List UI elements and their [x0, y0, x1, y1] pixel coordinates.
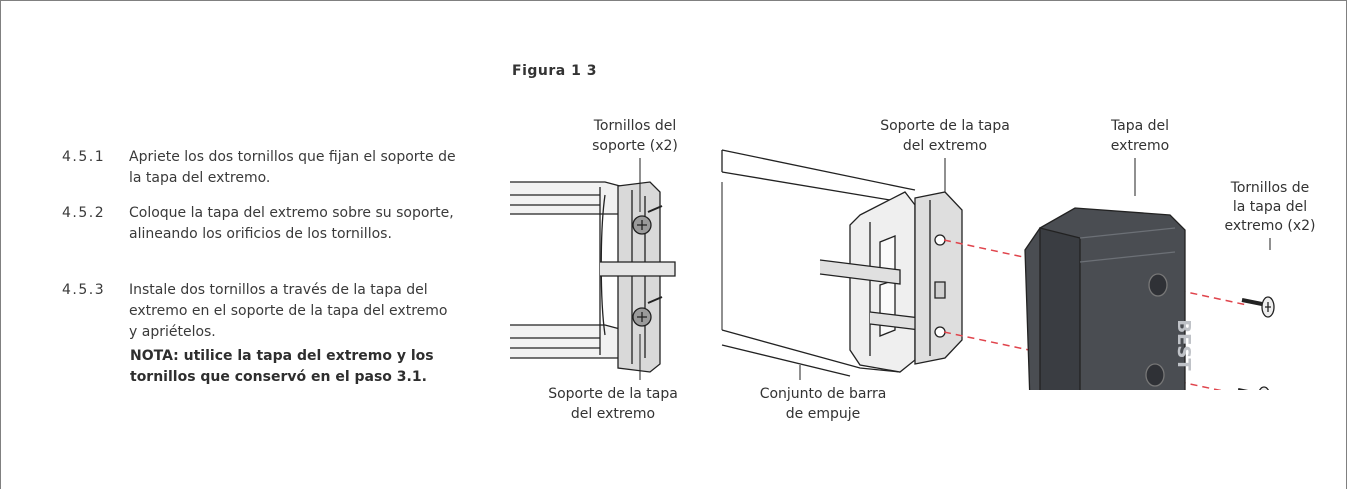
step-number: 4.5.2	[62, 205, 106, 221]
end-cap-installation-illustration: BEST	[510, 149, 1275, 390]
callout-cap-screws: Tornillos de la tapa del extremo (x2)	[1205, 179, 1335, 236]
callout-end-cap: Tapa del extremo	[1085, 116, 1195, 156]
callout-line: Tornillos de	[1230, 180, 1310, 196]
callout-line: extremo (x2)	[1224, 218, 1316, 234]
callout-line: Tapa del	[1110, 118, 1170, 134]
step-text: Coloque la tapa del extremo sobre su sop…	[129, 205, 454, 242]
callout-line: Soporte de la tapa	[880, 118, 1010, 134]
step-number: 4.5.1	[62, 149, 106, 165]
callout-bracket-top: Soporte de la tapa del extremo	[855, 116, 1035, 156]
callout-line: Soporte de la tapa	[548, 386, 678, 402]
callout-line: soporte (x2)	[592, 138, 678, 154]
callout-pushbar: Conjunto de barra de empuje	[738, 384, 908, 424]
cap-screw-top	[1241, 296, 1275, 318]
bracket-screw-bottom	[632, 296, 663, 327]
note-text: NOTA: utilice la tapa del extremo y los …	[130, 348, 434, 385]
end-cap-logo: BEST	[1173, 319, 1194, 371]
callout-line: de empuje	[785, 406, 861, 422]
callout-line: Conjunto de barra	[759, 386, 887, 402]
callout-line: la tapa del	[1232, 199, 1308, 215]
callout-line: extremo	[1110, 138, 1170, 154]
end-cap	[1024, 207, 1186, 390]
push-bar-assembly	[721, 149, 921, 377]
callout-bracket-bottom: Soporte de la tapa del extremo	[528, 384, 698, 424]
step-text: Apriete los dos tornillos que fijan el s…	[129, 149, 456, 186]
figure-label: Figura 1 3	[512, 63, 597, 79]
cap-screw-bottom	[1238, 386, 1270, 390]
step-number: 4.5.3	[62, 282, 106, 298]
alignment-lines	[943, 239, 1248, 390]
callout-line: del extremo	[570, 406, 656, 422]
callout-line: del extremo	[902, 138, 988, 154]
callout-bracket-screws: Tornillos del soporte (x2)	[570, 116, 700, 156]
callout-line: Tornillos del	[593, 118, 677, 134]
bracket-screw-top	[632, 205, 663, 235]
end-cap-bracket	[914, 191, 963, 365]
step-text: Instale dos tornillos a través de la tap…	[129, 282, 448, 340]
